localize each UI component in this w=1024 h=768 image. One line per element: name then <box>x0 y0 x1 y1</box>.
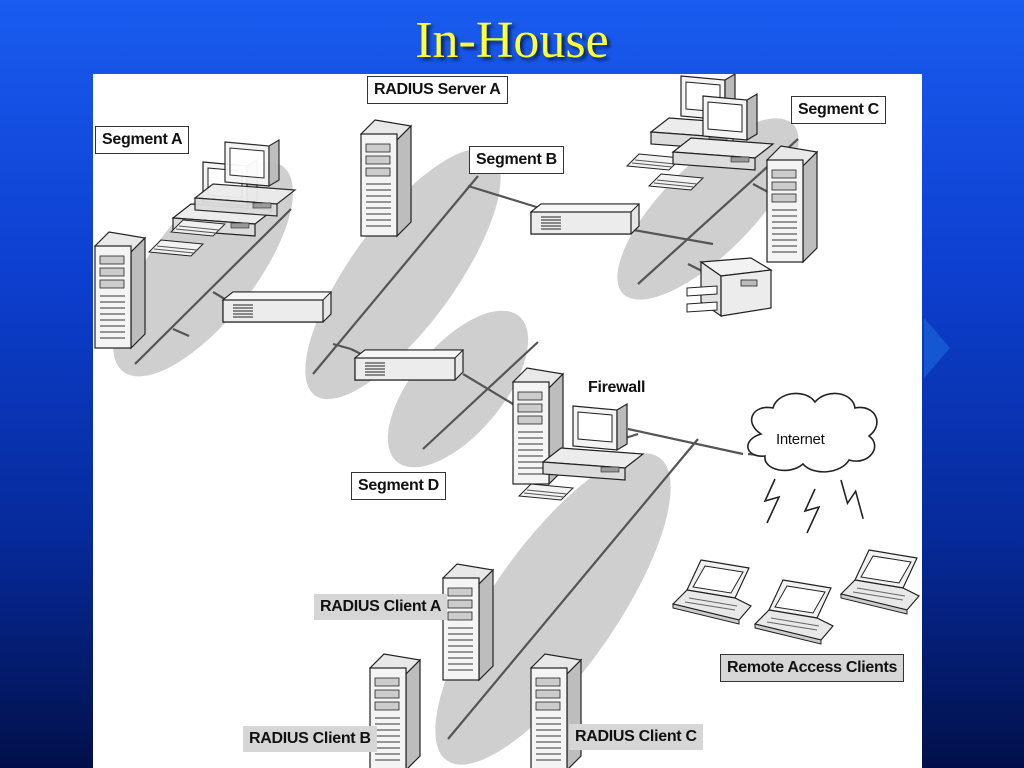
hub-center <box>354 349 464 381</box>
radius-client-b-tower <box>369 653 421 768</box>
label-segment-b: Segment B <box>469 146 564 174</box>
radius-client-c-tower <box>530 653 582 768</box>
next-slide-arrow-icon[interactable] <box>924 318 950 378</box>
label-radius-client-b: RADIUS Client B <box>243 726 377 752</box>
label-radius-client-a: RADIUS Client A <box>314 594 448 620</box>
label-segment-c: Segment C <box>791 96 886 124</box>
remote-laptop-icon <box>754 579 834 645</box>
hub-left <box>222 291 332 323</box>
segment-c-server <box>766 145 818 263</box>
label-segment-a: Segment A <box>95 126 190 154</box>
printer-icon <box>686 257 773 318</box>
diagram-canvas <box>94 74 920 768</box>
label-firewall: Firewall <box>588 379 646 396</box>
hub-top <box>530 203 640 235</box>
remote-laptop-icon <box>672 559 752 625</box>
label-remote-access-clients: Remote Access Clients <box>720 654 905 682</box>
label-segment-d: Segment D <box>351 472 446 500</box>
radius-client-a-tower <box>442 563 494 681</box>
slide-title: In-House <box>415 12 609 69</box>
wireless-bolt-icon <box>832 476 874 521</box>
remote-laptop-icon <box>840 549 920 615</box>
label-radius-client-c: RADIUS Client C <box>569 724 703 750</box>
internet-cloud-icon <box>747 392 878 473</box>
label-radius-server-a: RADIUS Server A <box>367 76 508 104</box>
radius-server-a-tower <box>360 119 412 237</box>
wireless-bolt-icon <box>764 478 780 524</box>
wireless-bolt-icon <box>804 488 820 534</box>
label-internet: Internet <box>776 431 825 448</box>
network-diagram: RADIUS Server A Segment A Segment B Segm… <box>93 74 922 768</box>
segment-a-server <box>94 231 146 349</box>
